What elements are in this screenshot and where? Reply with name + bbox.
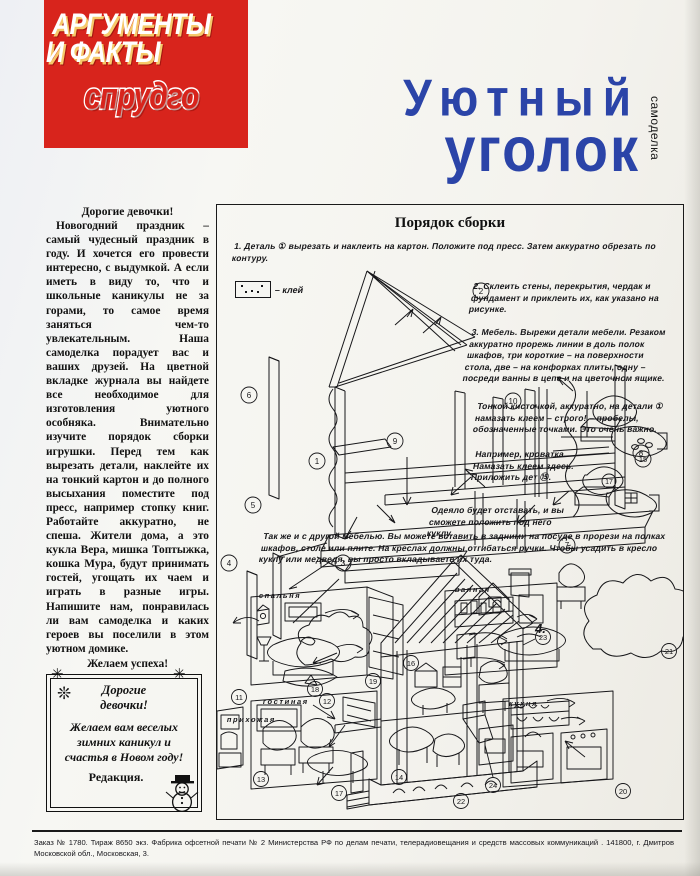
editorial-column: Дорогие девочки! Новогодний праздник – с… (46, 206, 209, 670)
assembly-instructions-panel: Порядок сборки 1. Деталь ① вырезать и на… (216, 204, 684, 820)
assembly-step-3-text: 3. Мебель. Вырежи детали мебели. Резаком… (461, 327, 667, 384)
footer-imprint: Заказ № 1780. Тираж 8650 экз. Фабрика оф… (34, 838, 674, 858)
masthead-title-line-2: И ФАКТЫ (46, 36, 161, 70)
svg-text:4: 4 (227, 559, 232, 568)
svg-text:22: 22 (457, 797, 465, 806)
svg-text:16: 16 (407, 659, 415, 668)
page-title: Уютный уголок (300, 71, 640, 185)
masthead-logo-block: АРГУМЕНТЫ И ФАКТЫ спрудго (44, 0, 248, 148)
room-label-bedroom: спальня (258, 591, 303, 600)
masthead-title-line-1: АРГУМЕНТЫ (52, 8, 211, 42)
assembly-furniture-text: Так же и с другой мебелью. Вы можете вст… (257, 531, 667, 565)
glue-swatch-icon (235, 281, 271, 298)
snowflake-icon: ✳ (51, 667, 64, 683)
greeting-body: Желаем вам веселых зимних каникул и счас… (64, 720, 184, 764)
glue-legend: – клей (235, 281, 305, 298)
assembly-step-3b-text: Тонкой кисточкой, аккуратно, на детали ①… (471, 401, 665, 435)
svg-text:17: 17 (605, 479, 613, 486)
room-label-kitchen: кухня (508, 699, 539, 708)
editorial-heading: Дорогие девочки! (81, 206, 174, 218)
masthead-sublogo: спрудго (83, 74, 201, 118)
editorial-signoff: Желаем успеха! (86, 657, 169, 670)
room-label-living-room: гостиная (262, 697, 310, 706)
svg-text:5: 5 (251, 501, 256, 510)
svg-text:21: 21 (665, 647, 673, 656)
assembly-step-4-number: 4. (535, 621, 546, 636)
page-title-kicker: самоделка (648, 96, 662, 161)
page-title-line-1: Уютный (403, 68, 640, 127)
svg-text:8: 8 (639, 449, 644, 458)
greeting-title-line-1: Дорогие (101, 683, 147, 697)
glue-legend-label: – клей (274, 284, 305, 295)
svg-text:19: 19 (369, 677, 377, 686)
greeting-card: Дорогие девочки! Желаем вам веселых зимн… (46, 668, 202, 813)
snowman-icon (165, 775, 199, 813)
svg-text:14: 14 (395, 773, 403, 782)
svg-text:9: 9 (393, 437, 398, 446)
greeting-signature: Редакция. (88, 770, 144, 784)
svg-text:6: 6 (247, 391, 252, 400)
svg-text:18: 18 (311, 685, 319, 694)
editorial-body: Новогодний праздник – самый чудесный пра… (46, 220, 209, 655)
assembly-step-3c-text: Например, кроватка. Намазать клеем здесь… (469, 449, 576, 483)
svg-text:17: 17 (335, 789, 343, 798)
greeting-card-inner-border: Дорогие девочки! Желаем вам веселых зимн… (50, 678, 198, 808)
room-label-hall: прихожая (226, 715, 277, 724)
snowflake-icon: ✳ (173, 667, 186, 683)
svg-text:20: 20 (619, 787, 627, 796)
assembly-panel-title: Порядок сборки (394, 215, 506, 231)
assembly-step-2-text: 2. Склеить стены, перекрытия, чердак и ф… (467, 281, 661, 315)
footer-divider (32, 830, 682, 832)
assembly-step-1-text: 1. Деталь ① вырезать и наклеить на карто… (231, 241, 657, 263)
svg-text:12: 12 (323, 697, 331, 706)
room-label-bathroom: ванная (454, 585, 492, 594)
svg-text:11: 11 (235, 693, 243, 702)
svg-text:1: 1 (315, 457, 320, 466)
paper-edge-shadow-bottom (0, 862, 700, 876)
svg-text:13: 13 (257, 775, 265, 784)
snowflake-icon: ❊ (57, 684, 72, 703)
svg-text:15: 15 (639, 455, 647, 464)
greeting-title-line-2: девочки! (100, 698, 148, 712)
paper-edge-shadow-right (684, 0, 700, 876)
svg-text:24: 24 (489, 781, 497, 790)
page-title-line-2: уголок (444, 114, 640, 185)
